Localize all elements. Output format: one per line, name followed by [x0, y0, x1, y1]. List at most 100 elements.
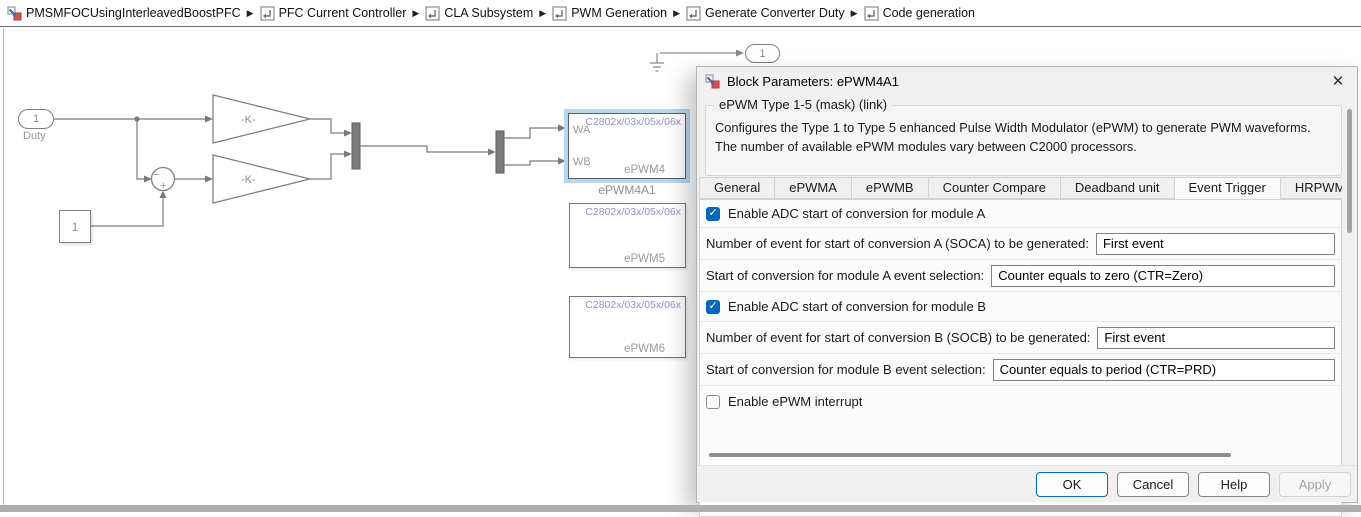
horizontal-scrollbar-thumb[interactable] [709, 453, 1231, 457]
enable-interrupt-checkbox[interactable] [706, 394, 720, 409]
row-socb-event: Start of conversion for module B event s… [700, 354, 1341, 386]
gain2-label: -K- [241, 174, 256, 186]
breadcrumb: PMSMFOCUsingInterleavedBoostPFC ▶ PFC Cu… [0, 0, 1361, 27]
outport-block[interactable]: 1 [745, 44, 780, 63]
socb-event-value: Counter equals to period (CTR=PRD) [999, 362, 1217, 377]
apply-button: Apply [1279, 471, 1351, 497]
socb-number-label: Number of event for start of conversion … [706, 330, 1091, 345]
dialog-titlebar[interactable]: Block Parameters: ePWM4A1 ✕ [697, 67, 1357, 95]
epwm4-port-wb: WB [573, 156, 591, 168]
breadcrumb-label[interactable]: PMSMFOCUsingInterleavedBoostPFC [26, 6, 241, 20]
bottom-edge-strip [0, 505, 1361, 512]
tab-general[interactable]: General [699, 177, 776, 199]
mask-groupbox: ePWM Type 1-5 (mask) (link) Configures t… [705, 97, 1342, 176]
subsystem-icon [552, 5, 567, 21]
inport-block[interactable]: 1 [18, 109, 54, 129]
epwm5-name: ePWM5 [624, 253, 665, 265]
breadcrumb-separator: ▶ [539, 7, 547, 18]
breadcrumb-label[interactable]: PFC Current Controller [278, 6, 407, 20]
close-icon[interactable]: ✕ [1331, 73, 1345, 90]
subsystem-icon [259, 5, 275, 21]
epwm6-name: ePWM6 [624, 343, 665, 355]
constant-block[interactable]: 1 [59, 210, 91, 243]
soca-number-select[interactable]: First event [1095, 232, 1335, 255]
breadcrumb-item-code-generation[interactable]: Code generation [863, 5, 975, 21]
row-enable-soc-a: Enable ADC start of conversion for modul… [700, 200, 1341, 228]
enable-soc-a-label: Enable ADC start of conversion for modul… [728, 206, 986, 221]
breadcrumb-separator: ▶ [246, 7, 254, 18]
canvas-left-border [3, 28, 4, 505]
block-parameters-dialog: Block Parameters: ePWM4A1 ✕ ePWM Type 1-… [696, 66, 1358, 517]
row-soca-number: Number of event for start of conversion … [700, 228, 1341, 260]
breadcrumb-separator: ▶ [673, 7, 680, 18]
inport-caption: Duty [23, 130, 46, 142]
breadcrumb-separator: ▶ [850, 7, 858, 18]
breadcrumb-label[interactable]: CLA Subsystem [444, 6, 534, 20]
soca-event-label: Start of conversion for module A event s… [706, 268, 985, 283]
socb-event-label: Start of conversion for module B event s… [706, 362, 986, 377]
help-button[interactable]: Help [1198, 471, 1270, 497]
enable-soc-b-label: Enable ADC start of conversion for modul… [728, 299, 986, 314]
cancel-button[interactable]: Cancel [1117, 471, 1189, 497]
epwm6-chip-label: C2802x/03x/05x/06x [585, 299, 681, 311]
socb-event-select[interactable]: Counter equals to period (CTR=PRD) [992, 358, 1335, 381]
breadcrumb-label[interactable]: PWM Generation [571, 6, 668, 20]
epwm6-block[interactable]: C2802x/03x/05x/06x ePWM6 [569, 296, 686, 358]
breadcrumb-item-pfc-current-controller[interactable]: PFC Current Controller [259, 5, 407, 21]
breadcrumb-item-model[interactable]: PMSMFOCUsingInterleavedBoostPFC [7, 5, 241, 21]
socb-number-value: First event [1104, 330, 1166, 345]
subsystem-icon [863, 5, 879, 21]
row-enable-interrupt: Enable ePWM interrupt [700, 386, 1341, 417]
breadcrumb-label[interactable]: Code generation [882, 6, 975, 20]
mask-title: ePWM Type 1-5 (mask) (link) [714, 97, 893, 112]
subsystem-icon [425, 5, 440, 21]
gain1-label: -K- [241, 114, 256, 126]
subsystem-icon [686, 5, 701, 21]
epwm4a1-block[interactable]: C2802x/03x/05x/06x WA WB ePWM4 [568, 113, 686, 179]
soca-number-value: First event [1102, 236, 1164, 251]
row-socb-number: Number of event for start of conversion … [700, 322, 1341, 354]
breadcrumb-label[interactable]: Generate Converter Duty [704, 6, 845, 20]
inport-number: 1 [32, 113, 40, 125]
sum-minus-sign: − [154, 169, 160, 181]
epwm5-chip-label: C2802x/03x/05x/06x [585, 206, 681, 218]
breadcrumb-separator: ▶ [412, 7, 420, 18]
tab-hrpwm[interactable]: HRPWM [1279, 177, 1342, 199]
tab-epwma[interactable]: ePWMA [774, 177, 852, 199]
epwm4-name: ePWM4 [624, 164, 665, 176]
epwm4-port-wa: WA [573, 124, 591, 136]
enable-interrupt-label: Enable ePWM interrupt [728, 394, 863, 409]
row-soca-event: Start of conversion for module A event s… [700, 260, 1341, 292]
dialog-title: Block Parameters: ePWM4A1 [727, 73, 899, 89]
epwm4-chip-label: C2802x/03x/05x/06x [585, 116, 681, 128]
mask-description-line2: The number of available ePWM modules var… [715, 139, 1137, 155]
tab-counter-compare[interactable]: Counter Compare [927, 177, 1061, 199]
row-enable-soc-b: Enable ADC start of conversion for modul… [700, 292, 1341, 322]
tab-event-trigger[interactable]: Event Trigger [1173, 177, 1281, 199]
dialog-tabbar: General ePWMA ePWMB Counter Compare Dead… [699, 177, 1342, 200]
constant-value: 1 [71, 219, 79, 234]
soca-event-value: Counter equals to zero (CTR=Zero) [998, 268, 1204, 283]
breadcrumb-item-cla-subsystem[interactable]: CLA Subsystem [425, 5, 534, 21]
soca-event-select[interactable]: Counter equals to zero (CTR=Zero) [991, 264, 1335, 287]
breadcrumb-item-generate-converter-duty[interactable]: Generate Converter Duty [686, 5, 845, 21]
simulink-model-icon [7, 5, 22, 21]
tab-deadband-unit[interactable]: Deadband unit [1059, 177, 1175, 199]
ok-button[interactable]: OK [1036, 471, 1108, 497]
enable-soc-b-checkbox[interactable] [706, 299, 720, 314]
sum-plus-sign: + [160, 180, 166, 192]
signal-wires: − + -K- -K- [54, 49, 744, 227]
enable-soc-a-checkbox[interactable] [706, 206, 720, 221]
epwm4a1-caption: ePWM4A1 [598, 183, 656, 197]
epwm5-block[interactable]: C2802x/03x/05x/06x ePWM5 [569, 203, 686, 268]
simulink-block-icon [705, 73, 720, 89]
vertical-scrollbar-thumb[interactable] [1347, 109, 1352, 233]
mask-description-line1: Configures the Type 1 to Type 5 enhanced… [715, 120, 1311, 135]
socb-number-select[interactable]: First event [1097, 326, 1335, 349]
breadcrumb-item-pwm-generation[interactable]: PWM Generation [552, 5, 668, 21]
tab-content-event-trigger: Enable ADC start of conversion for modul… [699, 200, 1342, 517]
soca-number-label: Number of event for start of conversion … [706, 236, 1089, 251]
dialog-footer: OK Cancel Help Apply [697, 465, 1357, 502]
tab-epwmb[interactable]: ePWMB [850, 177, 929, 199]
